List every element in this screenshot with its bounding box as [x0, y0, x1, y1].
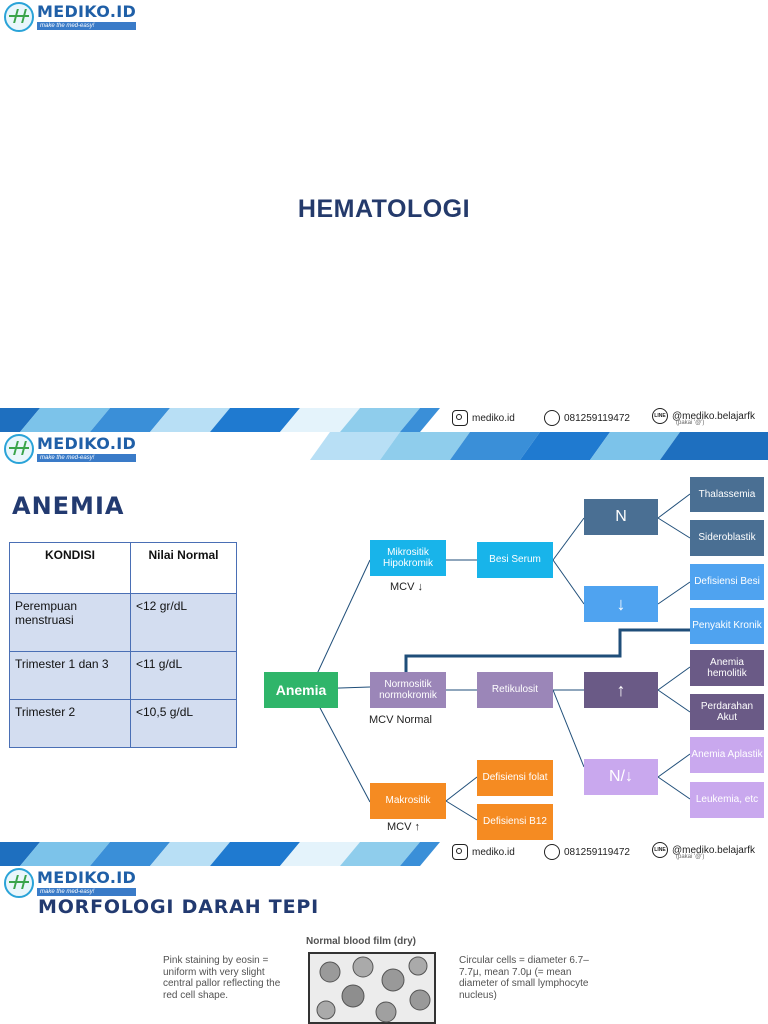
- node-n-down: N/↓: [584, 759, 658, 795]
- table-header: Nilai Normal: [130, 542, 237, 594]
- instagram-icon: [452, 844, 468, 860]
- contact-instagram: mediko.id: [452, 410, 515, 426]
- node-defisiensi-besi: Defisiensi Besi: [690, 564, 764, 600]
- line-handle: @mediko.belajarfk: [672, 410, 755, 422]
- table-row: Trimester 2 <10,5 g/dL: [9, 699, 237, 748]
- footer-band: [0, 842, 768, 866]
- node-anemia-aplastik: Anemia Aplastik: [690, 737, 764, 773]
- footer-band: [0, 408, 768, 432]
- node-penyakit-kronik: Penyakit Kronik: [690, 608, 764, 644]
- heartbeat-icon: [4, 868, 34, 898]
- line-icon: LINE: [652, 842, 668, 858]
- blood-film-title: Normal blood film (dry): [306, 936, 416, 947]
- heartbeat-icon: [4, 2, 34, 32]
- instagram-handle: mediko.id: [472, 846, 515, 858]
- brand-tagline: make the med-easy!: [37, 888, 137, 896]
- brand-logo: MEDIKO.ID make the med-easy!: [4, 2, 137, 32]
- line-handle: @mediko.belajarfk: [672, 844, 755, 856]
- node-mikrositik: Mikrositik Hipokromik: [370, 540, 446, 576]
- node-anemia-hemolitik: Anemia hemolitik: [690, 650, 764, 686]
- instagram-icon: [452, 410, 468, 426]
- slide-title: MORFOLOGI DARAH TEPI: [38, 896, 319, 918]
- line-note: (pakai '@'): [676, 420, 705, 426]
- table-cell: <10,5 g/dL: [130, 699, 237, 748]
- node-retikulosit: Retikulosit: [477, 672, 553, 708]
- whatsapp-icon: [544, 844, 560, 860]
- nilai-normal-table: KONDISI Nilai Normal Perempuan menstruas…: [9, 542, 237, 748]
- table-header: KONDISI: [9, 542, 131, 594]
- contact-instagram: mediko.id: [452, 844, 515, 860]
- whatsapp-number: 081259119472: [564, 412, 630, 424]
- slide-title: HEMATOLOGI: [297, 195, 471, 223]
- node-besi-serum: Besi Serum: [477, 542, 553, 578]
- table-row: Perempuan menstruasi <12 gr/dL: [9, 593, 237, 652]
- table-cell: Perempuan menstruasi: [9, 593, 131, 652]
- node-thalassemia: Thalassemia: [690, 477, 764, 512]
- blood-film-image: [308, 952, 436, 1024]
- node-defisiensi-folat: Defisiensi folat: [477, 760, 553, 796]
- brand-logo: MEDIKO.ID make the med-easy!: [4, 868, 137, 898]
- right-description: Circular cells = diameter 6.7–7.7μ, mean…: [459, 955, 589, 1001]
- slide-morfologi: MEDIKO.ID make the med-easy! MORFOLOGI D…: [0, 866, 768, 1024]
- slide-anemia: MEDIKO.ID make the med-easy! ANEMIA KOND…: [0, 432, 768, 866]
- left-description: Pink staining by eosin = uniform with ve…: [163, 955, 281, 1001]
- brand-tagline: make the med-easy!: [37, 22, 137, 30]
- node-n: N: [584, 499, 658, 535]
- brand-name: MEDIKO.ID: [37, 2, 137, 21]
- contact-line: LINE @mediko.belajarfk (pakai '@'): [652, 842, 755, 860]
- node-anemia: Anemia: [264, 672, 338, 708]
- brand-tagline: make the med-easy!: [37, 454, 137, 462]
- contact-line: LINE @mediko.belajarfk (pakai '@'): [652, 408, 755, 426]
- slide-title: ANEMIA: [12, 492, 125, 520]
- heartbeat-icon: [4, 434, 34, 464]
- whatsapp-icon: [544, 410, 560, 426]
- brand-name: MEDIKO.ID: [37, 868, 137, 887]
- node-normositik: Normositik normokromik: [370, 672, 446, 708]
- table-row: Trimester 1 dan 3 <11 g/dL: [9, 651, 237, 700]
- line-icon: LINE: [652, 408, 668, 424]
- node-down: ↓: [584, 586, 658, 622]
- whatsapp-number: 081259119472: [564, 846, 630, 858]
- label-mcv-down: MCV ↓: [390, 581, 423, 593]
- label-mcv-normal: MCV Normal: [369, 714, 432, 726]
- brand-logo: MEDIKO.ID make the med-easy!: [4, 434, 137, 464]
- node-up: ↑: [584, 672, 658, 708]
- table-cell: Trimester 1 dan 3: [9, 651, 131, 700]
- node-defisiensi-b12: Defisiensi B12: [477, 804, 553, 840]
- contact-whatsapp: 081259119472: [544, 410, 630, 426]
- line-note: (pakai '@'): [676, 854, 705, 860]
- node-leukemia: Leukemia, etc: [690, 782, 764, 818]
- instagram-handle: mediko.id: [472, 412, 515, 424]
- table-cell: <11 g/dL: [130, 651, 237, 700]
- node-perdarahan-akut: Perdarahan Akut: [690, 694, 764, 730]
- brand-name: MEDIKO.ID: [37, 434, 137, 453]
- label-mcv-up: MCV ↑: [387, 821, 420, 833]
- diagram-connectors: [309, 493, 691, 821]
- node-sideroblastik: Sideroblastik: [690, 520, 764, 556]
- node-makrositik: Makrositik: [370, 783, 446, 819]
- header-band: [0, 432, 768, 460]
- slide-hematologi: MEDIKO.ID make the med-easy! HEMATOLOGI …: [0, 0, 768, 432]
- contact-whatsapp: 081259119472: [544, 844, 630, 860]
- table-header-row: KONDISI Nilai Normal: [9, 542, 237, 594]
